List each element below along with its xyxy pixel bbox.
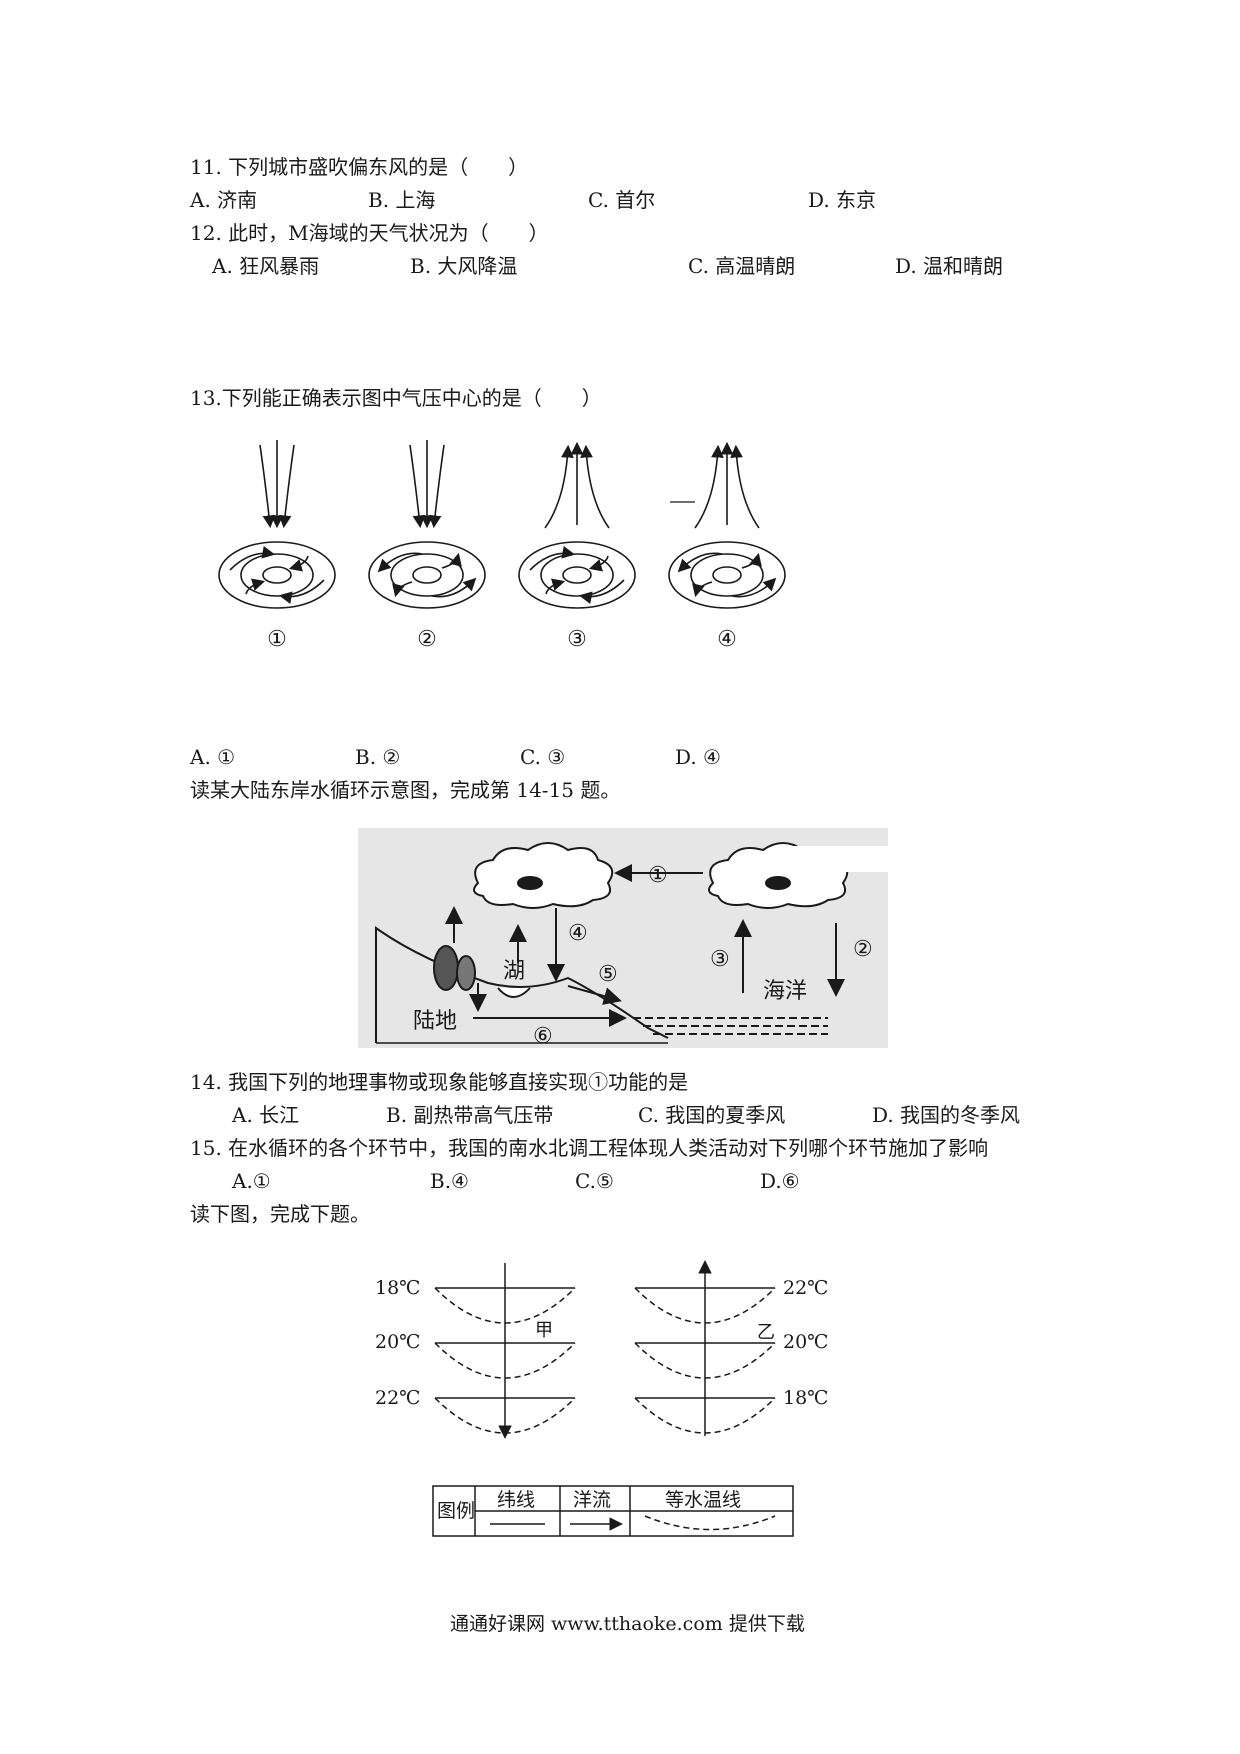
q12-option-c: C. 高温晴朗 [688,254,796,278]
q15-option-c: C.⑤ [575,1169,614,1193]
label-4: ④ [568,921,588,946]
pressure-diagram-2 [368,440,486,609]
q14-stem: 14. 我国下列的地理事物或现象能够直接实现①功能的是 [190,1070,689,1094]
right-temp-3: 18℃ [783,1387,828,1409]
label-land: 陆地 [413,1009,457,1034]
water-cycle-figure: ① ② ③ ④ ⑤ ⑥ 湖 陆地 海洋 [358,828,893,1049]
q11-option-c: C. 首尔 [588,188,656,212]
label-6: ⑥ [533,1024,553,1049]
q15-option-b: B.④ [430,1169,469,1193]
figure-label-2: ② [417,627,437,652]
lake [497,987,531,998]
legend-current: 洋流 [573,1489,611,1511]
pressure-diagram-4 [668,441,786,609]
isotherm-figure: 18℃ 20℃ 22℃ 22℃ 20℃ 18℃ 甲 乙 图例 纬线 洋流 等水温… [375,1260,828,1537]
label-3: ③ [710,947,730,972]
q11-option-d: D. 东京 [808,188,877,212]
q11-option-a: A. 济南 [190,188,258,212]
label-lake: 湖 [503,959,525,984]
intro-16: 读下图，完成下题。 [190,1202,370,1226]
marker-jia: 甲 [535,1320,553,1341]
q13-stem: 13.下列能正确表示图中气压中心的是（ ） [190,386,602,410]
q15-option-a: A.① [232,1169,271,1193]
q12-option-b: B. 大风降温 [410,254,518,278]
label-5: ⑤ [598,962,618,987]
q13-option-c: C. ③ [520,745,566,769]
land-cloud [473,842,614,909]
q12-option-a: A. 狂风暴雨 [212,254,320,278]
left-temp-3: 22℃ [375,1387,420,1409]
left-temp-1: 18℃ [375,1277,420,1299]
q13-option-b: B. ② [355,745,401,769]
right-temp-1: 22℃ [783,1277,828,1299]
q15-option-d: D.⑥ [760,1169,800,1193]
legend-table [432,1485,794,1537]
pressure-center-figure: ① ② ③ ④ [218,440,786,652]
label-ocean: 海洋 [763,979,807,1004]
q12-stem: 12. 此时，M海域的天气状况为（ ） [190,221,549,245]
legend-isotherm: 等水温线 [665,1489,741,1511]
q14-option-b: B. 副热带高气压带 [386,1103,554,1127]
q14-option-a: A. 长江 [232,1103,300,1127]
pressure-diagram-1 [218,440,336,609]
figure-label-1: ① [267,627,287,652]
q13-option-a: A. ① [190,745,236,769]
q12-option-d: D. 温和晴朗 [895,254,1004,278]
q15-stem: 15. 在水循环的各个环节中，我国的南水北调工程体现人类活动对下列哪个环节施加了… [190,1136,989,1160]
pressure-diagram-3 [518,441,636,609]
legend-title: 图例 [437,1500,475,1522]
figure-label-3: ③ [567,627,587,652]
label-2: ② [853,937,873,962]
q13-option-d: D. ④ [675,745,721,769]
q11-option-b: B. 上海 [368,188,436,212]
q14-option-c: C. 我国的夏季风 [638,1103,786,1127]
intro-14-15: 读某大陆东岸水循环示意图，完成第 14-15 题。 [190,778,621,802]
footer: 通通好课网 www.tthaoke.com 提供下载 [450,1613,805,1635]
legend-latitude: 纬线 [497,1489,535,1511]
label-1: ① [648,863,668,888]
left-temp-2: 20℃ [375,1331,420,1353]
q11-stem: 11. 下列城市盛吹偏东风的是（ ） [190,155,529,179]
figure-label-4: ④ [717,627,737,652]
legend-isotherm-line [644,1515,776,1531]
right-temp-2: 20℃ [783,1331,828,1353]
marker-yi: 乙 [757,1322,775,1343]
q14-option-d: D. 我国的冬季风 [872,1103,1021,1127]
arrow-5 [567,985,622,1005]
